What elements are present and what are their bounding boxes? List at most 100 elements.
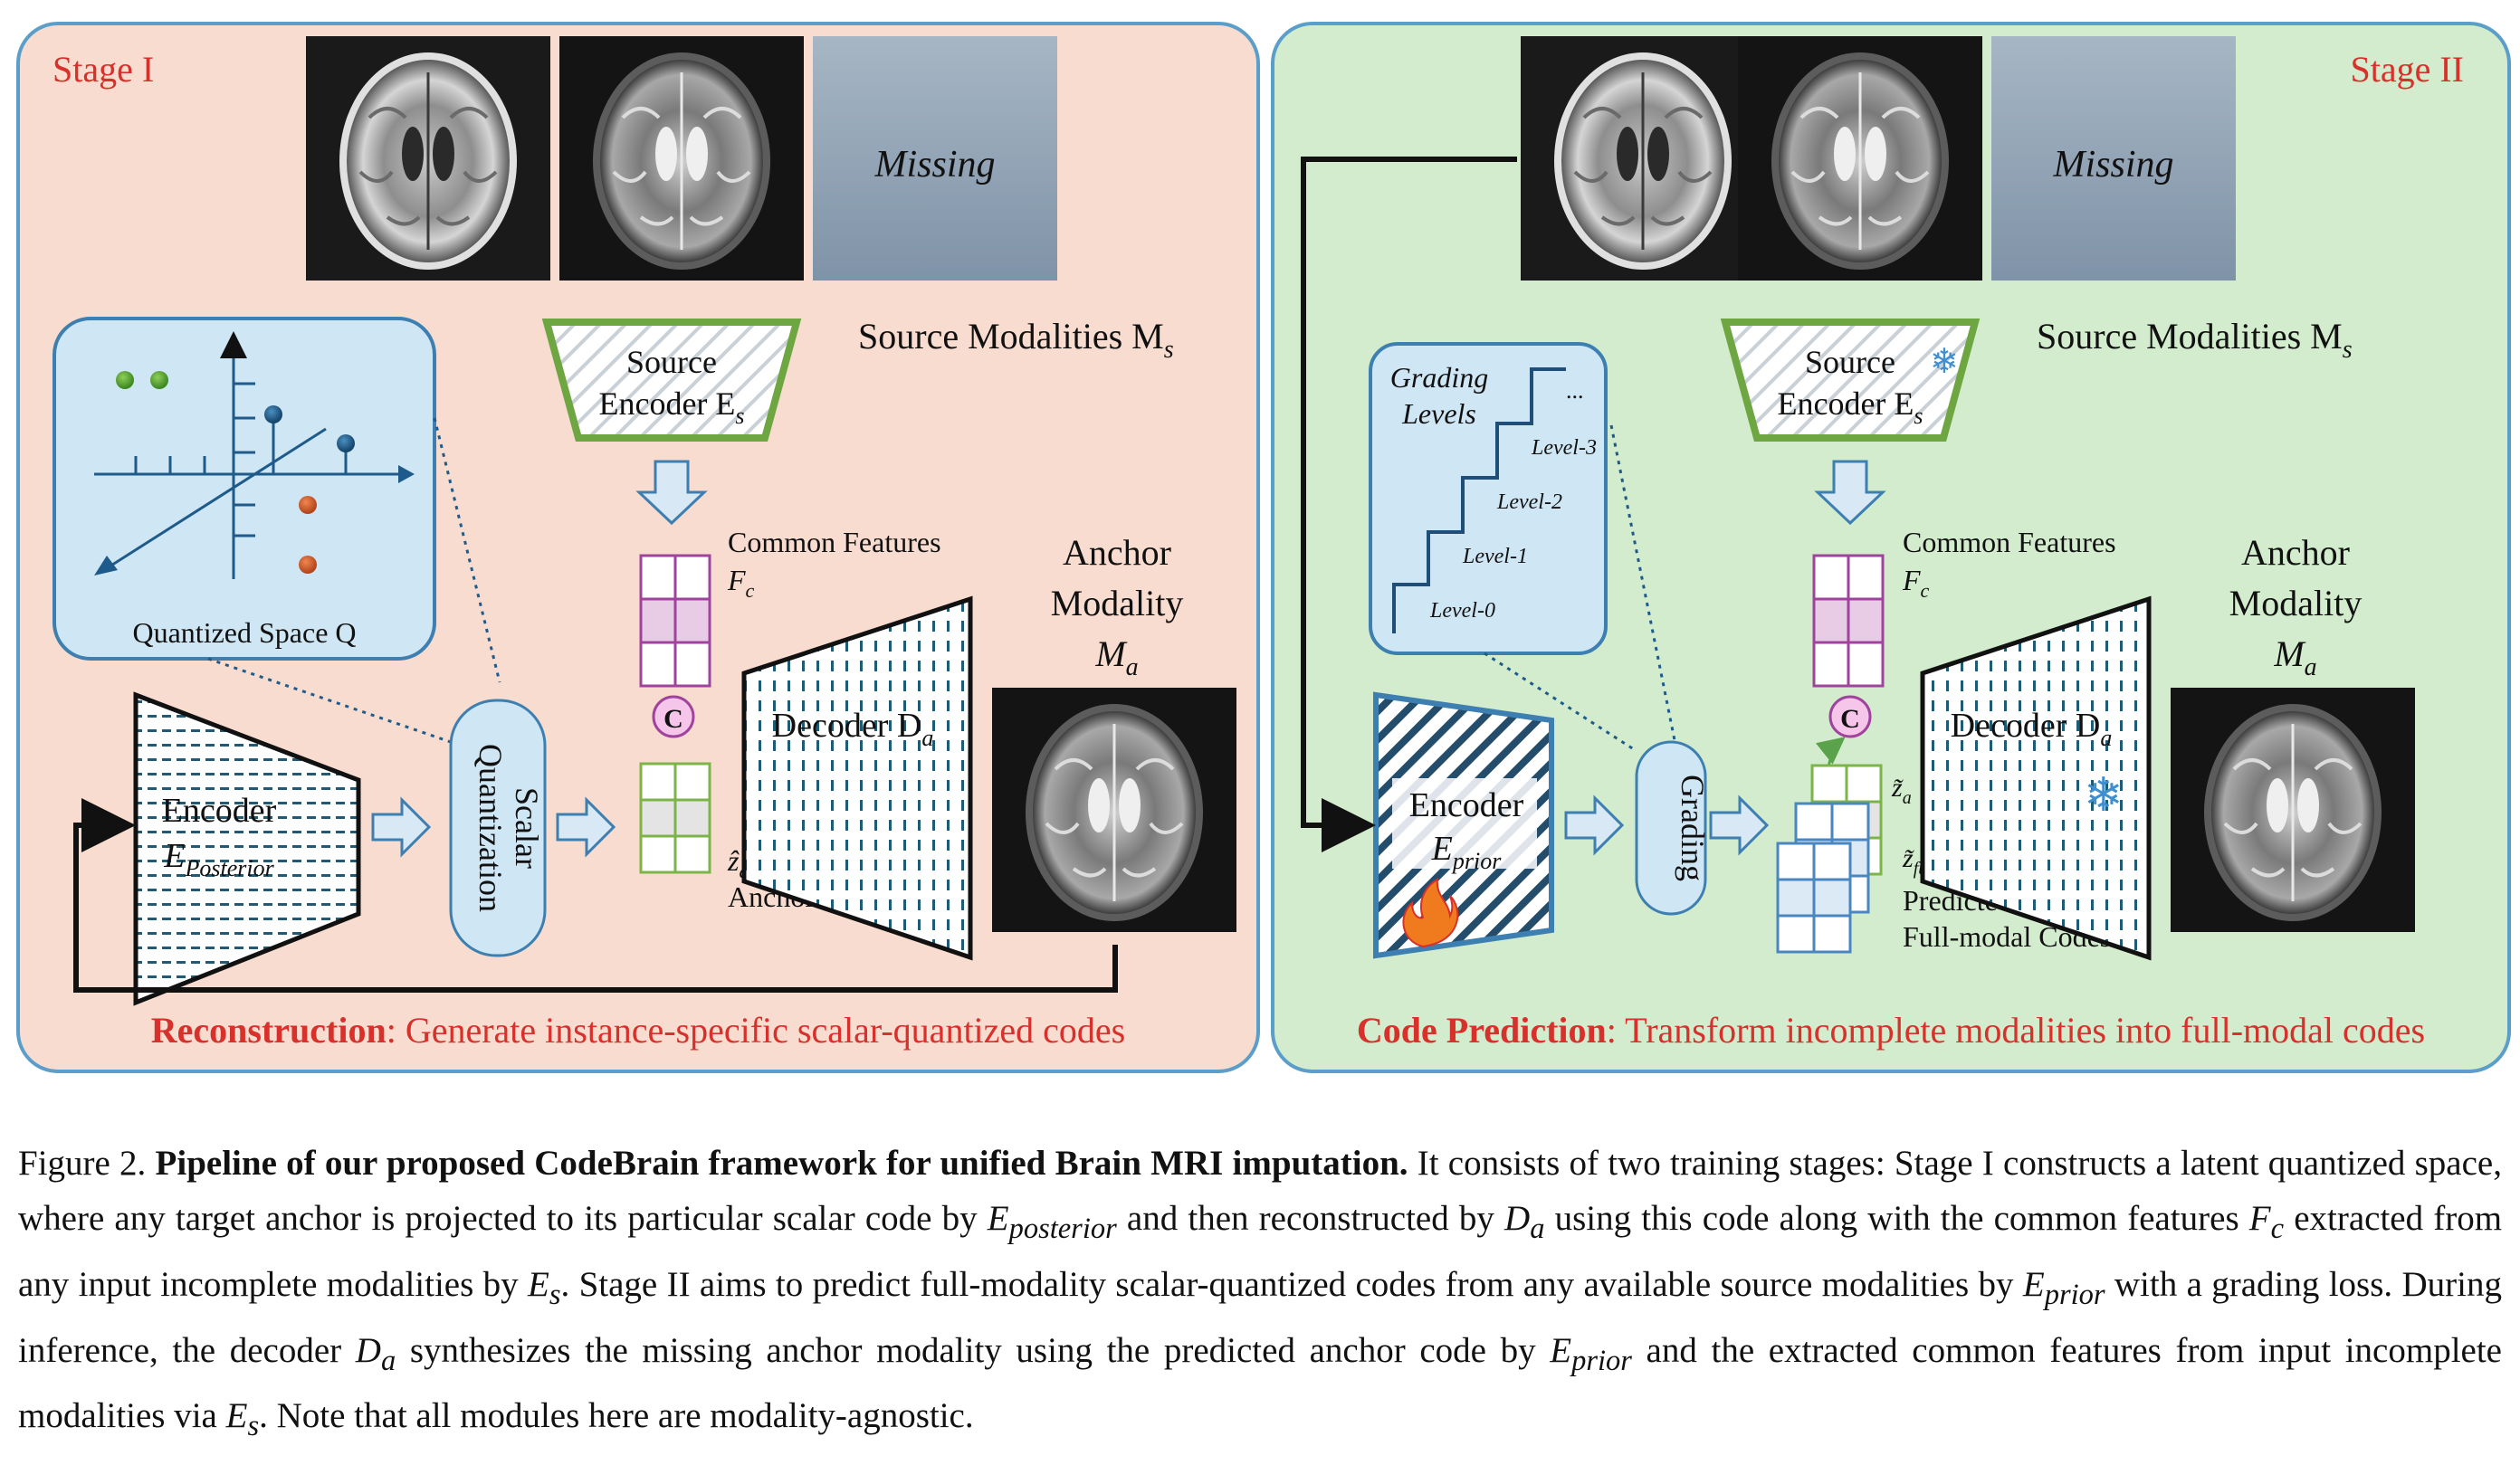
quantized-point-blue-2 <box>337 434 355 452</box>
stage2-za-tilde: z̃a <box>1891 773 1912 808</box>
stage2-encoder-label-bg <box>1392 778 1537 869</box>
stage1-concat-label: C <box>663 704 683 734</box>
grading-levels-l1: Grading <box>1390 361 1488 394</box>
stage1-anchor-l2: Modality <box>1051 583 1184 623</box>
stage2-source-encoder-l1: Source <box>1805 344 1895 380</box>
pipeline-figure: Stage I Missing Source Modalities Ms Sou… <box>16 22 2511 1073</box>
stage1-source-encoder-l2: Encoder Es <box>598 385 744 429</box>
caption-math-6: Da <box>355 1330 396 1377</box>
caption-text-3: using this code along with the common fe… <box>1554 1199 2239 1238</box>
stage2-missing-image <box>1991 36 2236 281</box>
grading-level-2: Level-2 <box>1496 490 1562 514</box>
quantized-point-orange-1 <box>299 496 317 514</box>
caption-text-4: extracted from any input incomplete moda… <box>18 1199 2503 1304</box>
stage2-anchor-image <box>2169 686 2417 934</box>
caption-text-9: . Note that all modules here are modalit… <box>259 1396 974 1436</box>
quantized-point-green-2 <box>150 371 168 389</box>
scalar-quantization-block <box>449 699 547 957</box>
stage1-common-features-label: Common Features <box>728 526 941 558</box>
stage2-source-encoder-l2: Encoder Es <box>1777 385 1923 429</box>
stage1-label: Stage I <box>52 49 154 90</box>
caption-math-1: Eposterior <box>987 1199 1117 1245</box>
quantized-point-green-1 <box>116 371 134 389</box>
stage2-source-modalities: Source Modalities Ms <box>2037 316 2353 364</box>
stage1-anchor-code-grid <box>639 762 711 874</box>
stage1-decoder <box>741 595 973 961</box>
caption-fig-label: Figure 2. <box>18 1144 147 1183</box>
stage1-t2-image <box>558 34 806 282</box>
grading-level-more: ... <box>1566 377 1584 404</box>
stage2-source-encoder <box>1720 319 1981 442</box>
stage1-missing-label: Missing <box>873 144 995 186</box>
stage1-concat-icon <box>652 695 695 738</box>
caption-math-3: Fc <box>2248 1199 2285 1245</box>
stage2-anchor-l3: Ma <box>2273 633 2316 681</box>
stage2-encoder-l1: Encoder <box>1409 786 1524 824</box>
grading-dotted-link-2 <box>1484 652 1637 753</box>
scalar-quantization-l2: Quantization <box>472 744 509 912</box>
caption-text-1: It consists of two training stages: Stag… <box>18 1144 2502 1238</box>
stage2-common-features-label: Common Features <box>1903 526 2116 558</box>
quantized-space-box <box>52 317 436 661</box>
stage2-concat-label: C <box>1840 704 1860 734</box>
stage1-anchor-l3: Ma <box>1094 633 1138 681</box>
stage2-t2-image <box>1736 34 1984 282</box>
stage1-t1-image <box>304 34 552 282</box>
stage1-anchor-l1: Anchor <box>1063 532 1171 573</box>
quantized-dotted-link <box>433 417 501 683</box>
caption-text-6: with a grading loss. During inference, t… <box>18 1264 2503 1370</box>
figure-caption: Figure 2. Pipeline of our proposed CodeB… <box>18 1136 2502 1454</box>
grading-level-0: Level-0 <box>1429 599 1495 623</box>
scalar-quantization-l1: Scalar <box>509 787 545 869</box>
stage1-missing-image <box>813 36 1057 281</box>
grading-level-1: Level-1 <box>1462 545 1528 568</box>
stage2-encoder-l2: Eprior <box>1431 830 1503 874</box>
caption-math-4: Es <box>528 1264 561 1311</box>
caption-title: Pipeline of our proposed CodeBrain frame… <box>155 1144 1408 1183</box>
caption-math-7: Eprior <box>1550 1330 1632 1377</box>
quantized-space-diag-head <box>94 556 118 576</box>
stage1-source-encoder <box>541 319 802 442</box>
grading-level-3: Level-3 <box>1531 436 1597 460</box>
stage2-input-path <box>1301 157 1517 852</box>
grading-label: Grading <box>1675 775 1711 881</box>
stage2-source-encoder-frozen-icon: ❄ <box>1930 343 1959 381</box>
stage1-decoder-label: Decoder Da <box>772 707 934 751</box>
stage1-encoder-posterior <box>133 691 361 1006</box>
caption-text-2: and then reconstructed by <box>1126 1199 1494 1238</box>
quantized-space-label: Quantized Space Q <box>132 616 356 649</box>
quantized-space-xaxis-head <box>398 465 415 483</box>
stage2-common-features-grid <box>1812 554 1885 688</box>
stage1-encoder-l2: EPosterior <box>163 837 274 881</box>
caption-math-2: Da <box>1504 1199 1545 1245</box>
stage1-encoder-l1: Encoder <box>162 792 277 830</box>
predicted-code-stack <box>1776 764 1883 954</box>
quantized-space-axes <box>94 331 398 579</box>
caption-math-8: Es <box>225 1396 260 1443</box>
caption-text-7: synthesizes the missing anchor modality … <box>409 1330 1536 1370</box>
stage1-footer: Reconstruction: Generate instance-specif… <box>151 1010 1126 1051</box>
stage1-anchor-image <box>990 686 1238 934</box>
caption-text-8: and the extracted common features from i… <box>18 1330 2502 1436</box>
stage2-t1-image <box>1519 34 1767 282</box>
grading-staircase <box>1392 367 1566 633</box>
grading-block <box>1635 740 1707 916</box>
quantized-dotted-link-2 <box>207 657 452 744</box>
stage2-anchor-l2: Modality <box>2229 583 2362 623</box>
quantized-point-blue-1 <box>264 405 282 423</box>
stage2-fc-label: Fc <box>1902 564 1930 602</box>
stage2-decoder-label: Decoder Da <box>1951 707 2113 751</box>
stage2-encoder-trainable-icon <box>1402 878 1459 948</box>
stage2-concat-icon <box>1828 695 1872 738</box>
grading-levels-l2: Levels <box>1401 397 1476 430</box>
caption-math-5: Eprior <box>2022 1264 2105 1311</box>
stage1-source-encoder-l1: Source <box>626 344 717 380</box>
stage1-feedback-loop <box>73 798 1118 993</box>
quantized-point-orange-2 <box>299 556 317 574</box>
stage2-anchor-l1: Anchor <box>2241 532 2350 573</box>
caption-text-5: . Stage II aims to predict full-modality… <box>560 1264 2014 1304</box>
stage2-za-to-concat-arrow <box>1815 737 1846 768</box>
stage2-footer: Code Prediction: Transform incomplete mo… <box>1357 1010 2425 1051</box>
stage1-fc-label: Fc <box>727 564 755 602</box>
stage1-source-modalities: Source Modalities Ms <box>858 316 1174 364</box>
